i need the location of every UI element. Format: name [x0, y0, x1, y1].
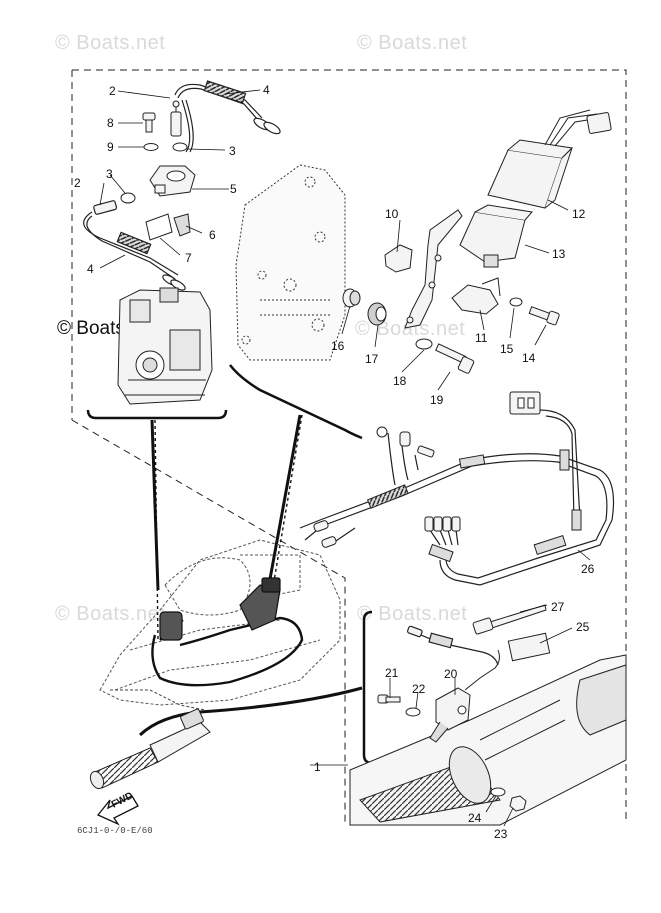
watermark-top-right: © Boats.net: [357, 32, 468, 54]
bracket-clip-10: [384, 209, 463, 329]
part-number-1: 1: [314, 760, 321, 774]
part-number-9: 9: [107, 140, 114, 154]
washer-3-left: [120, 192, 136, 204]
bolt-8: [142, 112, 156, 133]
part-number-7: 7: [185, 251, 192, 265]
part-number-3-upper: 3: [229, 144, 236, 158]
engine-harness-connectors: [159, 577, 281, 641]
mounting-plate: [235, 164, 346, 361]
collar-16: [342, 288, 361, 308]
part-number-13: 13: [552, 247, 566, 261]
cover-13: [459, 204, 533, 268]
leader-lines: [99, 89, 591, 827]
clip-11: [451, 284, 499, 315]
assembly-boundary: [71, 69, 627, 822]
harness-leaders: [150, 414, 302, 591]
part-number-15: 15: [500, 342, 514, 356]
upper-sensor-lead: [174, 80, 281, 153]
part-number-3-left: 3: [106, 167, 113, 181]
part-number-10: 10: [385, 207, 399, 221]
washer-3-upper: [172, 142, 188, 152]
watermark-top-left: © Boats.net: [55, 32, 166, 54]
harness-tape-sections: [366, 449, 582, 563]
stop-switch-20: [429, 649, 500, 743]
washer-24: [490, 787, 506, 797]
handle-leader: [138, 686, 363, 737]
part-number-24: 24: [468, 811, 482, 825]
cdi-unit-12: [487, 109, 612, 209]
washer-9: [143, 143, 159, 151]
handle-bracket: [362, 610, 373, 765]
part-number-16: 16: [331, 339, 345, 353]
washer-22: [405, 707, 421, 717]
nut-23: [509, 795, 527, 812]
throttle-grip: [89, 689, 211, 790]
tiller-handle: [349, 654, 627, 826]
part-number-5: 5: [230, 182, 237, 196]
watermark-right-middle: © Boats.net: [355, 318, 466, 340]
part-number-12: 12: [572, 207, 586, 221]
cable-tie-27: [472, 604, 547, 635]
screw-21: [377, 694, 401, 704]
part-number-27: 27: [551, 600, 565, 614]
lower-sensor-lead: [83, 200, 186, 291]
upper-sensor: [170, 100, 182, 137]
part-number-25: 25: [576, 620, 590, 634]
bolt-14: [528, 306, 560, 326]
grommet-17: [367, 302, 387, 326]
clip-6: [173, 213, 191, 237]
diagram-code: 6CJ1-0-/0-E/60: [77, 826, 153, 836]
part-number-22: 22: [412, 682, 426, 696]
part-number-14: 14: [522, 351, 536, 365]
part-number-4-lower: 4: [87, 262, 94, 276]
part-number-2-upper: 2: [109, 84, 116, 98]
harness-leader-dashes: [154, 414, 303, 641]
switch-lead: [407, 625, 499, 666]
part-number-23: 23: [494, 827, 508, 841]
washer-18: [415, 338, 433, 350]
part-number-20: 20: [444, 667, 458, 681]
fwd-arrow: [96, 795, 139, 826]
watermark-bottom-left: © Boats.net: [55, 603, 166, 625]
part-number-19: 19: [430, 393, 444, 407]
part-number-26: 26: [581, 562, 595, 576]
part-number-2-left: 2: [74, 176, 81, 190]
label-25: [507, 632, 551, 662]
main-wire-harness: [299, 409, 615, 586]
bolt-19: [435, 343, 475, 374]
harness-connectors: [313, 391, 541, 548]
gasket-7: [145, 213, 173, 241]
carburetor-bracket: [86, 409, 228, 420]
washer-15: [509, 297, 523, 307]
part-number-18: 18: [393, 374, 407, 388]
part-number-8: 8: [107, 116, 114, 130]
part-number-4-upper: 4: [263, 83, 270, 97]
plate-bracket: [229, 364, 363, 440]
part-number-6: 6: [209, 228, 216, 242]
part-number-17: 17: [365, 352, 379, 366]
part-number-11: 11: [475, 331, 488, 345]
sensor-holder-5: [149, 165, 196, 197]
part-number-21: 21: [385, 666, 399, 680]
carburetor: [117, 287, 213, 405]
engine-block: [99, 539, 341, 706]
watermark-bottom-right: © Boats.net: [357, 603, 468, 625]
